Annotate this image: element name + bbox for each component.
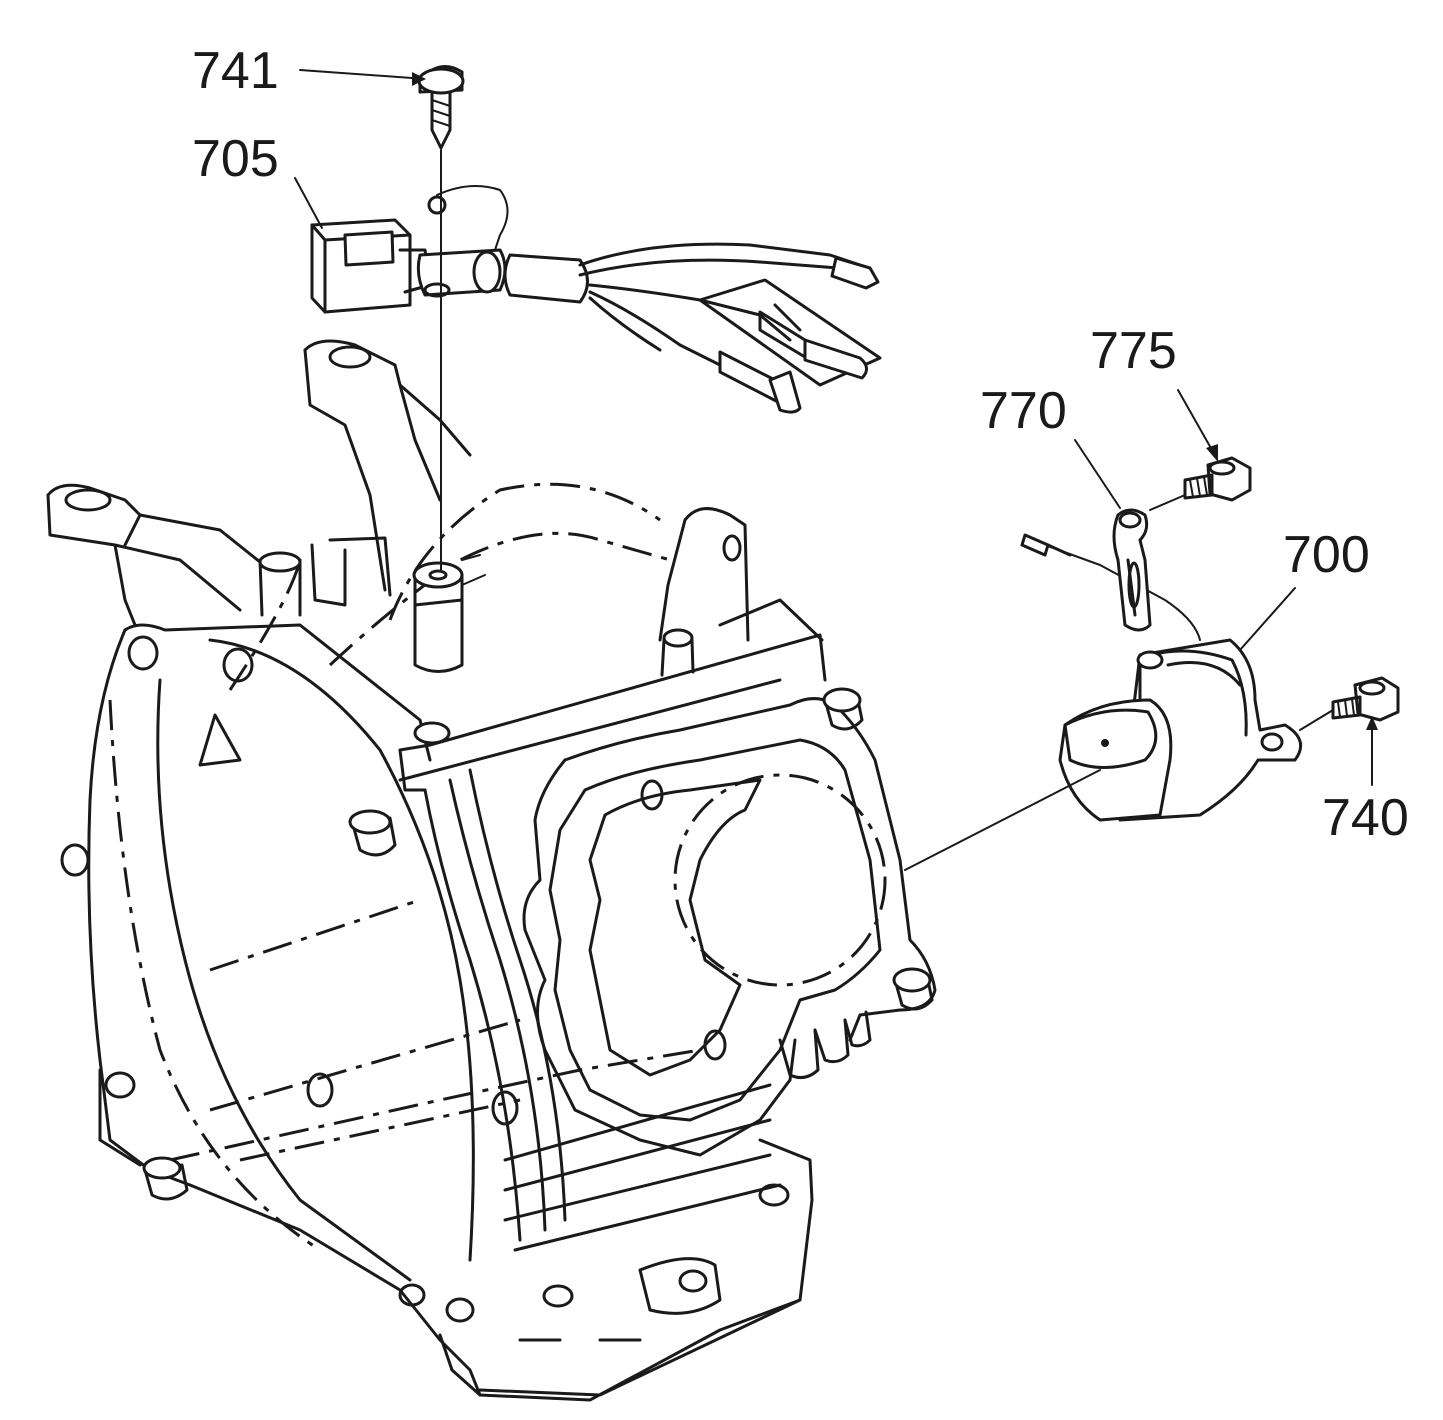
callout-740: 740 [1322, 716, 1409, 847]
solenoid-700 [1020, 533, 1303, 822]
callout-775: 775 [1090, 322, 1218, 462]
callout-label-705: 705 [192, 130, 279, 188]
callout-label-770: 770 [980, 382, 1067, 440]
mounting-boss [412, 554, 486, 673]
callout-700: 700 [1239, 526, 1370, 651]
callout-label-700: 700 [1283, 526, 1370, 584]
crankcase-block [46, 339, 937, 1402]
ignition-module-705 [310, 185, 882, 414]
bolt-775 [1183, 456, 1252, 502]
callout-705: 705 [192, 130, 323, 229]
bolt-740 [1331, 676, 1400, 722]
screw-741 [417, 65, 465, 150]
bracket-770 [1112, 508, 1152, 632]
callout-741: 741 [192, 42, 426, 100]
assembly-lines [440, 149, 1334, 871]
callout-770: 770 [980, 382, 1121, 509]
callout-label-741: 741 [192, 42, 279, 100]
callout-label-740: 740 [1322, 789, 1409, 847]
callout-label-775: 775 [1090, 322, 1177, 380]
